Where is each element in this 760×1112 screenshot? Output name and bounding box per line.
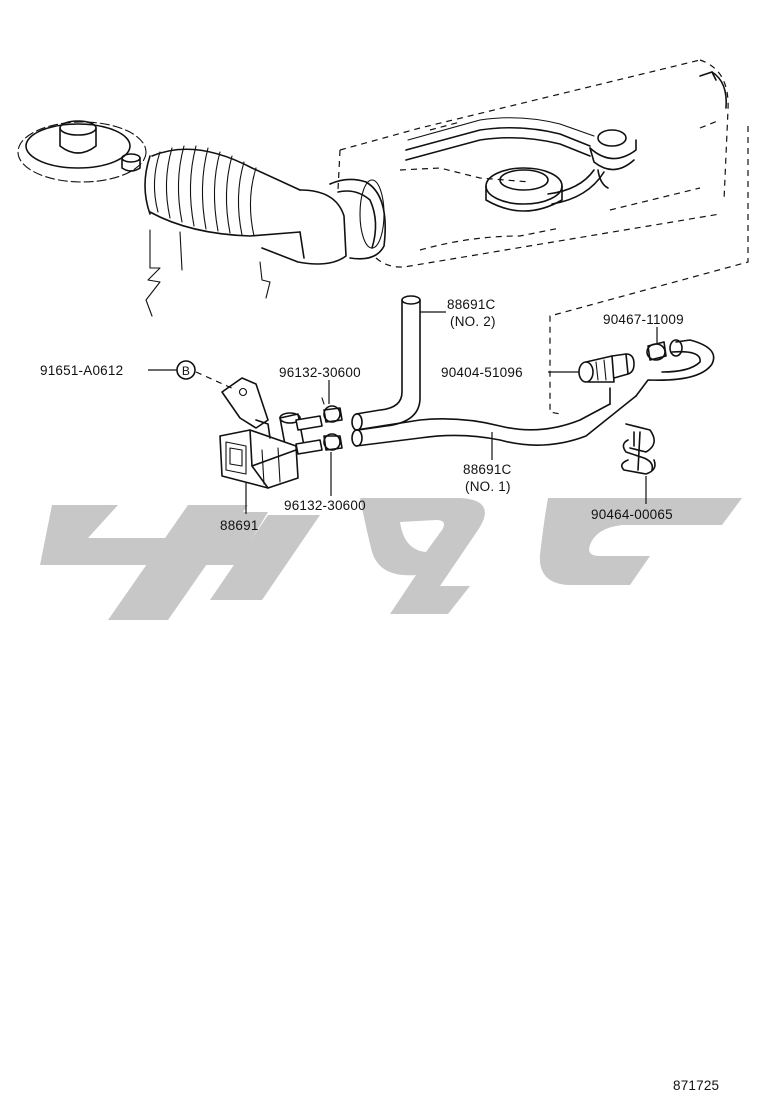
clamp-96132-upper-drawing	[321, 397, 343, 423]
callout-b-letter: B	[182, 364, 190, 378]
clip-90467-drawing	[646, 341, 667, 361]
part-label-clamp-upper: 96132-30600	[279, 365, 361, 380]
clamp-96132-lower-drawing	[323, 433, 343, 451]
part-label-grommet-bolt: 91651-A0612	[40, 363, 123, 378]
part-label-check-valve: 90404-51096	[441, 365, 523, 380]
drawing-number: 871725	[673, 1078, 719, 1093]
callout-b-leader	[195, 371, 237, 391]
vacuum-switching-valve-drawing	[219, 377, 323, 489]
engine-area	[17, 59, 729, 317]
part-label-clip-90464: 90464-00065	[591, 507, 673, 522]
part-label-clip-90467: 90467-11009	[603, 312, 684, 327]
part-label-vacuum-switching-valve: 88691	[220, 518, 259, 533]
part-label-hose-no1: 88691C	[463, 462, 512, 477]
group-boundary-line	[549, 126, 749, 415]
part-note-hose-no2: (NO. 2)	[450, 314, 496, 329]
part-label-clamp-lower: 96132-30600	[284, 498, 366, 513]
hose-no1-drawing	[351, 339, 715, 447]
check-valve-drawing	[578, 353, 635, 383]
clip-90464-drawing	[620, 423, 656, 475]
hose-no2-drawing	[351, 295, 421, 431]
part-note-hose-no1: (NO. 1)	[465, 479, 511, 494]
watermark-logo	[40, 498, 742, 620]
callout-b: B	[176, 360, 196, 380]
part-label-hose-no2: 88691C	[447, 297, 496, 312]
leader-lines	[148, 311, 658, 514]
